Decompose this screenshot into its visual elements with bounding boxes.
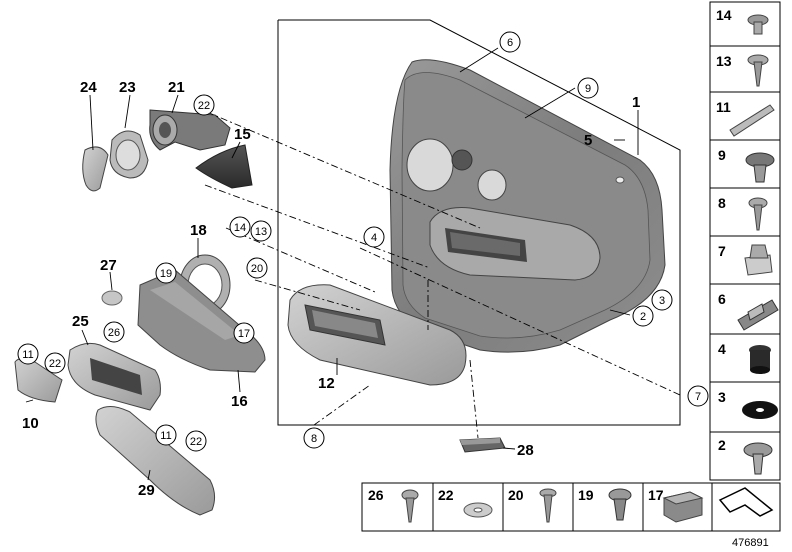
direction-arrow-icon (718, 487, 774, 517)
part-29-trim-strip (95, 406, 216, 516)
label-12: 12 (318, 375, 335, 392)
part-15-trim (195, 144, 253, 189)
clip-2-icon (743, 442, 773, 475)
callout-9: 9 (585, 83, 591, 95)
label-1: 1 (632, 94, 640, 111)
rc-label-14: 14 (716, 7, 732, 23)
right-column-labels: 14 13 11 9 8 7 6 4 3 2 (716, 7, 732, 453)
speaker-opening-large (406, 138, 454, 192)
label-25: 25 (72, 313, 89, 330)
part-24-cover (82, 146, 109, 192)
br-label-19: 19 (578, 487, 594, 503)
callout-3: 3 (659, 295, 665, 307)
screw-13-icon (747, 54, 769, 87)
rc-label-3: 3 (718, 389, 726, 405)
diagram-id: 476891 (732, 537, 769, 549)
br-label-22: 22 (438, 487, 454, 503)
grommet-4-icon (749, 345, 771, 374)
foam-17-icon (662, 491, 704, 523)
circled-label-text: 6 9 4 2 3 7 8 14 13 20 22 19 17 26 11 22… (22, 37, 701, 448)
screw-8-icon (748, 197, 768, 231)
rc-label-11: 11 (716, 99, 731, 115)
callout-8: 8 (311, 433, 317, 445)
callout-7: 7 (695, 391, 701, 403)
speaker-opening-small (477, 169, 507, 201)
part-21-handle-mechanism (149, 109, 231, 151)
br-label-17: 17 (648, 487, 664, 503)
bottom-row-labels: 26 22 20 19 17 (368, 487, 664, 503)
clip-22-icon (463, 502, 493, 518)
callout-22-left: 22 (49, 358, 61, 370)
callout-13: 13 (255, 226, 267, 238)
screw-14-icon (747, 14, 769, 35)
door-panel-frame (277, 19, 681, 426)
rc-label-13: 13 (716, 53, 732, 69)
callout-17: 17 (238, 328, 250, 340)
rc-label-4: 4 (718, 341, 726, 357)
label-18: 18 (190, 222, 207, 239)
leader-lines (25, 47, 639, 481)
label-24: 24 (80, 79, 97, 96)
callout-11-bottom: 11 (160, 430, 171, 442)
door-trim-panel (389, 59, 666, 353)
label-27: 27 (100, 257, 117, 274)
screw-26-icon (401, 489, 419, 523)
label-10: 10 (22, 415, 39, 432)
callout-2: 2 (640, 311, 646, 323)
callout-6: 6 (507, 37, 513, 49)
dashed-leaders (204, 111, 681, 439)
label-15: 15 (234, 126, 251, 143)
br-label-20: 20 (508, 487, 524, 503)
part-25-pull-cup (67, 342, 161, 411)
callout-20: 20 (251, 263, 263, 275)
clip-9-icon (745, 152, 775, 183)
washer-3-icon (742, 401, 778, 419)
rc-label-2: 2 (718, 437, 726, 453)
right-parts-column (709, 1, 781, 481)
callout-11-left: 11 (22, 349, 33, 361)
bottom-parts-row (361, 482, 781, 532)
callout-26: 26 (108, 327, 120, 339)
callout-19: 19 (160, 268, 172, 280)
screw-20-icon (539, 488, 557, 523)
callout-4: 4 (371, 232, 377, 244)
callout-22-top: 22 (198, 100, 210, 112)
part-12-armrest (287, 284, 467, 386)
rc-label-7: 7 (718, 243, 726, 259)
circled-labels (17, 31, 709, 452)
part-28-switch (459, 437, 506, 453)
clip-11-icon (729, 104, 775, 137)
br-label-26: 26 (368, 487, 384, 503)
callout-22-bottom: 22 (190, 436, 202, 448)
plain-labels: 1 5 12 28 24 23 21 15 18 16 27 25 10 29 (22, 79, 640, 499)
rc-label-9: 9 (718, 147, 726, 163)
clip-19-icon (608, 488, 632, 521)
label-23: 23 (119, 79, 136, 96)
callout-14: 14 (234, 222, 246, 234)
label-21: 21 (168, 79, 185, 96)
label-29: 29 (138, 482, 155, 499)
clip-7-icon (744, 244, 773, 276)
part-27-cap (101, 290, 123, 306)
rc-label-8: 8 (718, 195, 726, 211)
nut-6-icon (737, 299, 779, 331)
rc-label-6: 6 (718, 291, 726, 307)
label-5: 5 (584, 132, 592, 149)
label-28: 28 (517, 442, 534, 459)
part-23-bezel (109, 130, 149, 179)
label-16: 16 (231, 393, 248, 410)
